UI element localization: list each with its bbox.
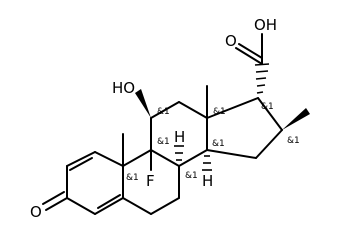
bond-c14-c8 <box>178 149 208 167</box>
bond-c1-c2 <box>66 151 96 167</box>
stereo-label-c8: &1 <box>185 171 198 181</box>
bond-c3-o <box>45 197 68 211</box>
carboxyl-oxygen-label: O <box>225 32 237 50</box>
stereo-label-c9: &1 <box>157 137 170 147</box>
stereo-label-c17: &1 <box>261 102 274 112</box>
bond-c8-h-hash <box>174 145 184 161</box>
bond-c6-c7 <box>150 197 180 215</box>
bond-c4-c5-double <box>97 194 121 209</box>
bond-c15-c14 <box>206 149 257 159</box>
bond-acid-c-o <box>235 47 263 65</box>
bond-c8-c9 <box>150 149 180 167</box>
bond-c3-o-double <box>42 191 65 205</box>
hydroxyl-label: HO <box>112 79 135 97</box>
bond-c4-c5 <box>94 197 124 215</box>
bond-c5-c6 <box>122 197 152 215</box>
bond-c16-methyl-wedge <box>282 108 310 130</box>
stereo-label-c14: &1 <box>212 139 225 149</box>
bond-c13-c17 <box>206 97 259 119</box>
bond-c11-c12 <box>150 101 180 119</box>
hydrogen-c8-label: H <box>174 128 185 146</box>
bond-c16-c15 <box>255 129 283 159</box>
stereo-label-c10: &1 <box>126 173 139 183</box>
bond-c12-c13 <box>178 101 208 119</box>
bond-c14-h-hash <box>202 155 212 171</box>
bond-c3-c4 <box>66 197 96 215</box>
carboxyl-hydroxyl-label: OH <box>254 16 277 34</box>
stereo-label-c16: &1 <box>287 136 300 146</box>
bond-c11-oh-wedge <box>135 89 151 118</box>
fluorine-label: F <box>146 172 155 190</box>
stereo-label-c11: &1 <box>157 107 170 117</box>
bond-acid-c-o-double <box>238 43 263 59</box>
bond-c10-c1 <box>94 151 124 167</box>
bond-c17-cooh-hash <box>254 63 270 94</box>
hydrogen-c14-label: H <box>202 172 213 190</box>
bond-c17-c16 <box>257 97 283 131</box>
stereo-label-c13: &1 <box>213 107 226 117</box>
ketone-oxygen-label: O <box>30 203 42 221</box>
bond-c1-c2-double <box>69 157 93 171</box>
bond-c9-c10 <box>122 149 152 167</box>
